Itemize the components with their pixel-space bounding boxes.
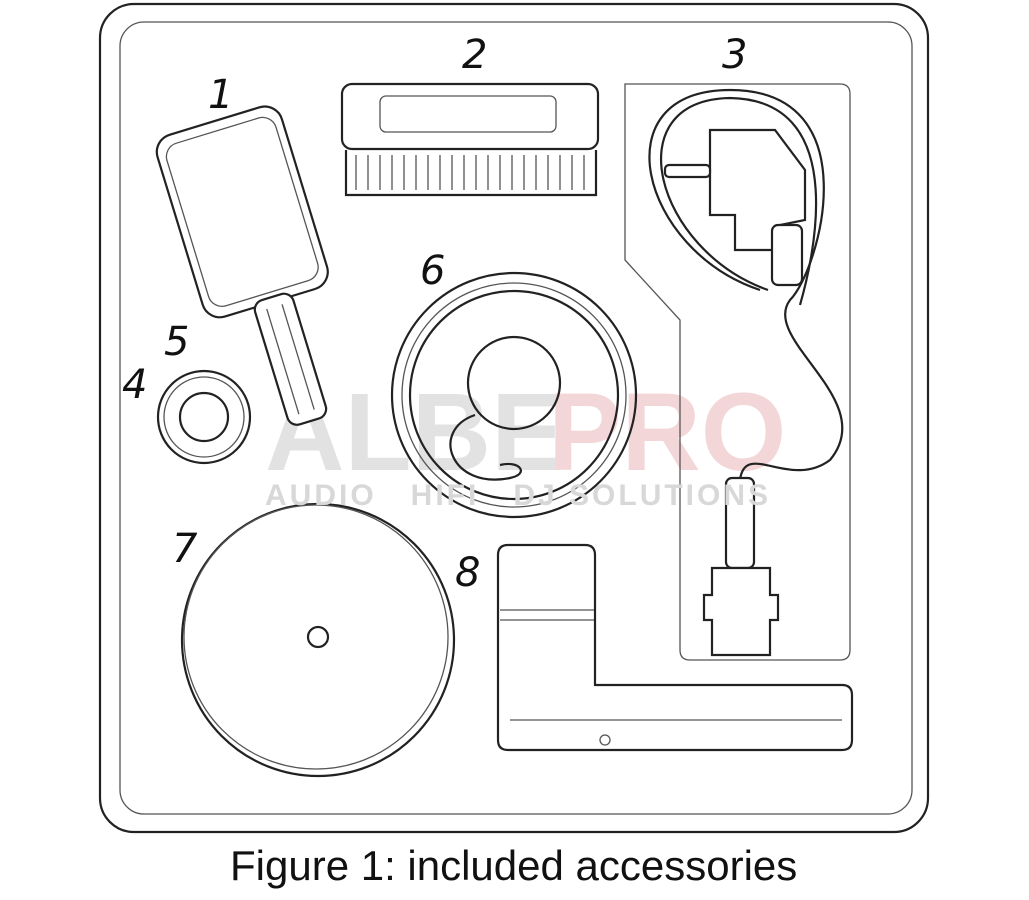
label-6: 6 bbox=[420, 248, 445, 294]
label-5: 5 bbox=[164, 319, 189, 365]
item-7-platter-disc bbox=[180, 502, 456, 778]
tray-inner bbox=[119, 21, 913, 815]
watermark-brand-right: PRO bbox=[548, 371, 786, 494]
label-8: 8 bbox=[455, 550, 480, 596]
tray-outer bbox=[98, 2, 930, 834]
item-2-brush bbox=[340, 82, 600, 197]
item-3-power-cable bbox=[624, 83, 851, 661]
item-4-5-adapter-ring bbox=[156, 369, 252, 465]
figure-caption: Figure 1: included accessories bbox=[230, 842, 798, 889]
label-4: 4 bbox=[122, 362, 147, 408]
label-2: 2 bbox=[462, 32, 487, 78]
label-7: 7 bbox=[172, 526, 198, 572]
item-1-cleaning-fluid-bottle bbox=[155, 105, 329, 426]
label-1: 1 bbox=[208, 72, 233, 118]
label-3: 3 bbox=[722, 32, 747, 78]
item-8-l-shaped-tool bbox=[496, 543, 854, 752]
watermark-brand: ALBE PRO bbox=[265, 371, 786, 494]
watermark-tagline: AUDIO HIFI DJ SOLUTIONS bbox=[265, 479, 771, 512]
item-6-slipmat bbox=[390, 271, 638, 519]
